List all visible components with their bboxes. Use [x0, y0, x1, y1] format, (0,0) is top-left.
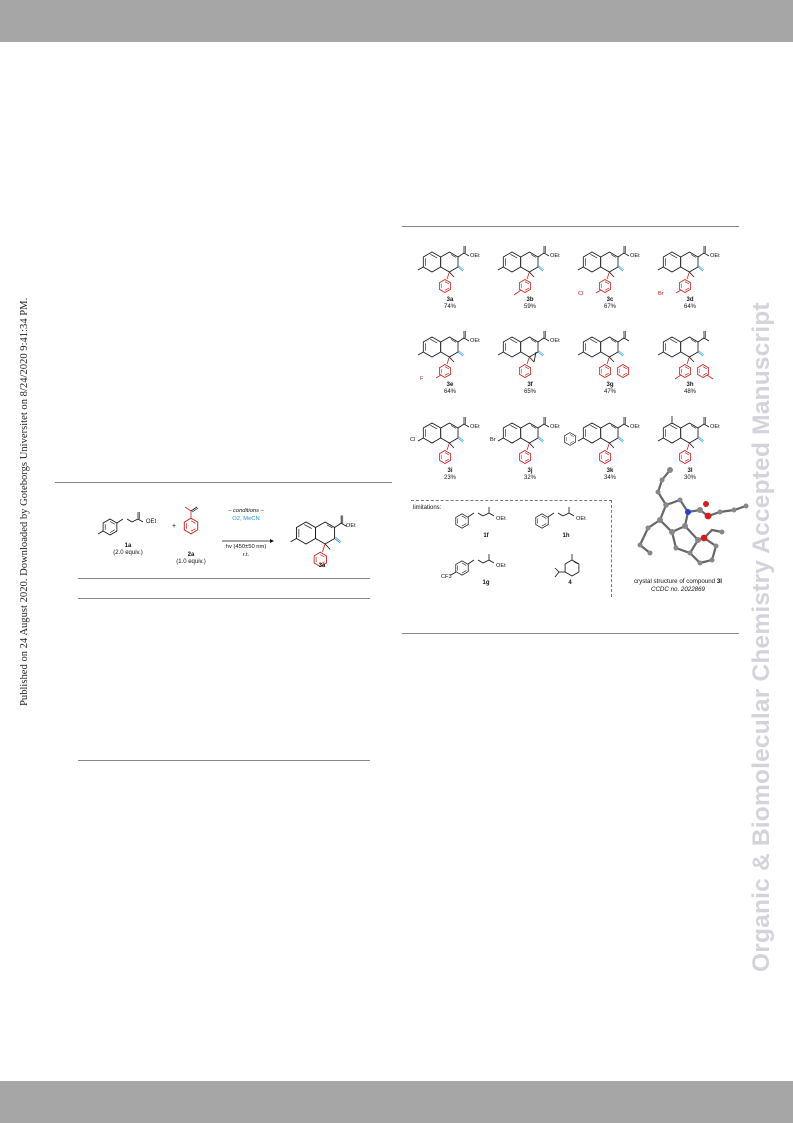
reaction-conditions: – conditions – O2, MeCN [228, 508, 264, 523]
ester-label-3d: OEt [710, 253, 720, 259]
scheme-top-rule [55, 482, 392, 484]
substituent-f-3e: F [420, 376, 424, 382]
header-bar [0, 0, 793, 42]
limitations-frame [411, 500, 612, 597]
ester-label-3a: OEt [470, 253, 480, 259]
substituent-cl-3c: Cl [578, 291, 584, 297]
product-ester: OEt [346, 523, 356, 529]
table-rule-3 [78, 760, 370, 761]
crystal-atoms [637, 467, 749, 566]
scope-top-rule [402, 226, 739, 228]
limitation-1g-cf3: CF3 [441, 574, 452, 580]
ester-label-3f: OEt [550, 338, 560, 344]
substituent-cl-3i: Cl [410, 437, 416, 443]
ester-label-3e: OEt [470, 338, 480, 344]
ccdc-number: CCDC no. 2022869 [650, 586, 706, 593]
ester-label-3l: OEt [710, 424, 720, 430]
plus-sign: + [172, 523, 177, 530]
limitation-1f-ester: OEt [496, 516, 506, 522]
limitation-label-1g: 1g [482, 580, 490, 586]
limitation-label-4: 4 [568, 580, 572, 586]
substituent-br-3j: Br [490, 437, 496, 443]
limitation-label-1f: 1f [483, 533, 489, 539]
reaction-conditions-below: hv (450±50 nm) r.t. [226, 544, 267, 559]
reactant-1a-label: 1a(2.0 equiv.) [113, 543, 143, 556]
reactant-1a-ester: OEt [145, 519, 157, 525]
table-rule-1 [78, 578, 370, 579]
ester-label-3c: OEt [630, 253, 640, 259]
ester-label-3k: OEt [630, 424, 640, 430]
reagent: O2, MeCN [232, 515, 260, 522]
temperature: r.t. [242, 551, 250, 558]
substituent-br-3d: Br [658, 291, 664, 297]
scope-bottom-rule [402, 633, 739, 634]
limitation-1h-ester: OEt [576, 516, 586, 522]
crystal-structure-image [638, 469, 747, 565]
light-source: hv (450±50 nm) [225, 544, 267, 550]
ester-label-3i: OEt [470, 424, 480, 430]
product-3a-label: 3a [318, 563, 326, 569]
ester-label-3b: OEt [550, 253, 560, 259]
crystal-caption: crystal structure of compound 3l [633, 578, 723, 585]
limitation-1g-ester: OEt [496, 563, 506, 569]
footer-bar [0, 1081, 793, 1123]
limitation-label-1h: 1h [562, 533, 570, 539]
ester-label-3j: OEt [550, 424, 560, 430]
limitations-title: limitations: [413, 505, 442, 511]
table-rule-2 [78, 598, 370, 599]
conditions-title: – conditions – [228, 508, 264, 514]
reactant-2a-label: 2a(1.0 equiv.) [176, 552, 206, 565]
